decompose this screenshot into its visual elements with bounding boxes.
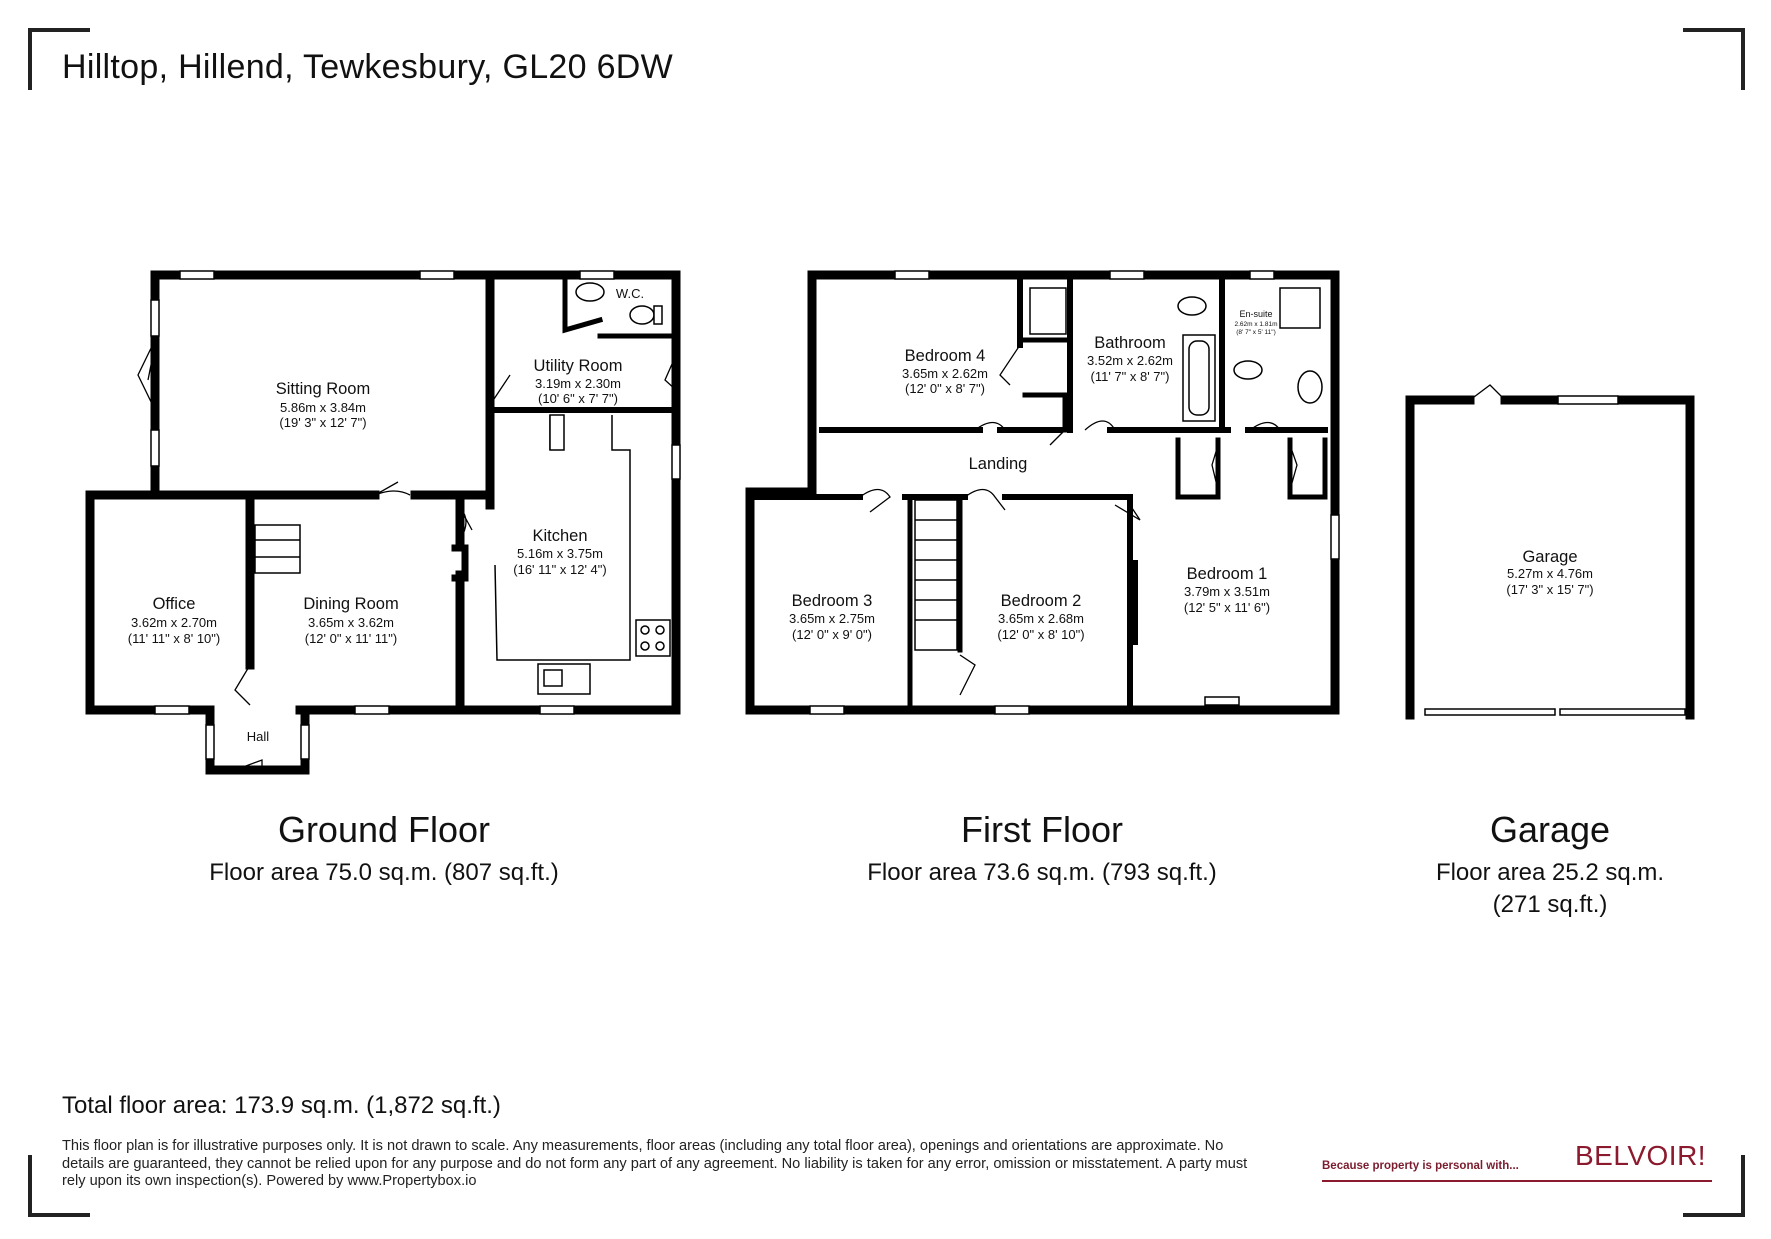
room-bed3-metric: 3.65m x 2.75m (789, 611, 875, 626)
garage-area-line2: (271 sq.ft.) (1492, 891, 1608, 918)
brand-underline (1322, 1180, 1712, 1182)
room-landing-name: Landing (969, 455, 1028, 473)
room-utility-imperial: (10' 6" x 7' 7") (538, 391, 618, 406)
room-bed2-metric: 3.65m x 2.68m (998, 611, 1084, 626)
brand-logo: BELVOIR! (1575, 1140, 1707, 1171)
room-bed3-name: Bedroom 3 (792, 592, 873, 610)
property-address: Hilltop, Hillend, Tewkesbury, GL20 6DW (62, 48, 674, 86)
room-utility-metric: 3.19m x 2.30m (535, 376, 621, 391)
room-bed4-metric: 3.65m x 2.62m (902, 366, 988, 381)
room-bathroom-name: Bathroom (1094, 334, 1166, 352)
room-bed2-name: Bedroom 2 (1001, 592, 1082, 610)
door-swings (137, 339, 1506, 771)
room-ensuite-name: En-suite (1239, 309, 1272, 319)
room-bed2-imperial: (12' 0" x 8' 10") (997, 627, 1084, 642)
disclaimer: This floor plan is for illustrative purp… (62, 1138, 1248, 1190)
room-bathroom-imperial: (11' 7" x 8' 7") (1091, 369, 1170, 384)
room-bed1-name: Bedroom 1 (1187, 565, 1268, 583)
room-wc-name: W.C. (616, 286, 644, 301)
crop-mark-bottom-left (28, 1155, 90, 1217)
room-bathroom-metric: 3.52m x 2.62m (1087, 353, 1173, 368)
windows (150, 270, 1686, 760)
total-floor-area: Total floor area: 173.9 sq.m. (1,872 sq.… (62, 1092, 501, 1119)
room-garage-metric: 5.27m x 4.76m (1507, 566, 1593, 581)
ground-floor-area: Floor area 75.0 sq.m. (807 sq.ft.) (209, 859, 559, 886)
room-sitting-imperial: (19' 3" x 12' 7") (279, 415, 366, 430)
room-kitchen-imperial: (16' 11" x 12' 4") (513, 562, 606, 577)
room-garage-imperial: (17' 3" x 15' 7") (1506, 582, 1593, 597)
garage-title: Garage (1489, 809, 1611, 850)
room-bed3-imperial: (12' 0" x 9' 0") (792, 627, 872, 642)
room-sitting-metric: 5.86m x 3.84m (280, 400, 366, 415)
room-garage-name: Garage (1522, 548, 1577, 566)
room-bed4-imperial: (12' 0" x 8' 7") (905, 381, 985, 396)
room-utility-name: Utility Room (534, 357, 623, 375)
room-bed4-name: Bedroom 4 (905, 347, 986, 365)
crop-mark-top-left (28, 28, 90, 90)
room-hall-name: Hall (247, 729, 270, 744)
room-sitting-name: Sitting Room (276, 380, 370, 398)
room-office-metric: 3.62m x 2.70m (131, 615, 217, 630)
ground-floor-title: Ground Floor (277, 809, 491, 850)
crop-mark-bottom-right (1683, 1155, 1745, 1217)
room-dining-imperial: (12' 0" x 11' 11") (305, 631, 397, 646)
room-bed1-metric: 3.79m x 3.51m (1184, 584, 1270, 599)
room-dining-name: Dining Room (303, 595, 398, 613)
room-labels: Sitting Room 5.86m x 3.84m (19' 3" x 12'… (128, 286, 1594, 744)
room-kitchen-metric: 5.16m x 3.75m (517, 546, 603, 561)
fixtures (254, 282, 1323, 695)
brand-tagline: Because property is personal with... (1322, 1160, 1519, 1172)
room-kitchen-name: Kitchen (532, 527, 587, 545)
first-floor-title: First Floor (961, 809, 1123, 850)
crop-mark-top-right (1683, 28, 1745, 90)
garage-area-line1: Floor area 25.2 sq.m. (1435, 859, 1665, 886)
room-office-imperial: (11' 11" x 8' 10") (128, 631, 220, 646)
room-ensuite-imperial: (8' 7" x 5' 11") (1236, 329, 1276, 336)
room-ensuite-metric: 2.62m x 1.81m (1235, 321, 1278, 328)
room-dining-metric: 3.65m x 3.62m (308, 615, 394, 630)
room-bed1-imperial: (12' 5" x 11' 6") (1184, 600, 1270, 615)
room-office-name: Office (153, 595, 196, 613)
walls (85, 270, 1695, 775)
first-floor-area: Floor area 73.6 sq.m. (793 sq.ft.) (867, 859, 1217, 886)
